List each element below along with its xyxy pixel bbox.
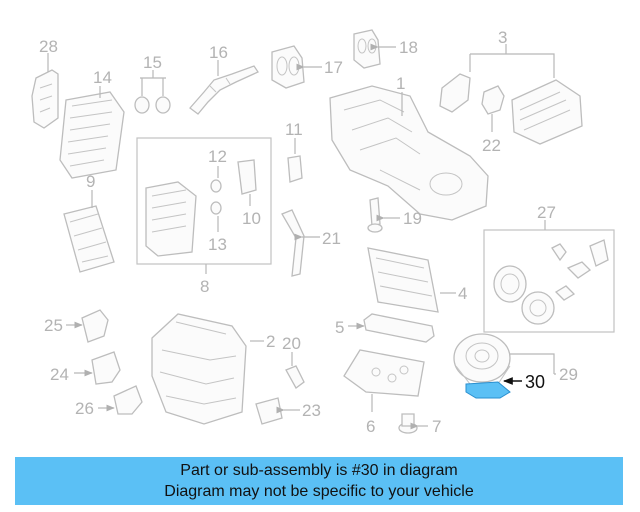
callout-22: 22	[482, 136, 501, 155]
callout-4: 4	[458, 284, 467, 303]
part-2-heater-housing[interactable]: 2	[151, 313, 275, 425]
callout-20: 20	[282, 334, 301, 353]
banner-line-2: Diagram may not be specific to your vehi…	[164, 483, 474, 500]
part-24-actuator[interactable]: 24	[50, 351, 121, 385]
callout-11: 11	[285, 120, 303, 139]
part-1-housing[interactable]: 1	[329, 74, 489, 221]
part-3-assembly[interactable]: 3 22	[439, 28, 583, 155]
callout-19: 19	[403, 209, 422, 228]
part-8-heater-core-group[interactable]: 12 13 10 8	[136, 137, 272, 296]
part-23-module[interactable]: 23	[255, 397, 321, 425]
callout-28: 28	[39, 37, 58, 56]
callout-26: 26	[75, 399, 94, 418]
part-18-gasket[interactable]: 18	[353, 29, 418, 69]
callout-27: 27	[537, 203, 556, 222]
info-banner: Part or sub-assembly is #30 in diagram D…	[15, 457, 623, 505]
callout-21: 21	[322, 229, 341, 248]
banner-line-1: Part or sub-assembly is #30 in diagram	[180, 462, 458, 479]
part-25-actuator[interactable]: 25	[44, 309, 109, 343]
part-5-seal[interactable]: 5	[335, 313, 435, 343]
callout-23: 23	[302, 401, 321, 420]
part-27-blower-group[interactable]: 27	[483, 203, 615, 333]
callout-10: 10	[242, 209, 261, 228]
callout-13: 13	[208, 235, 227, 254]
part-9-filter[interactable]: 9	[63, 172, 115, 273]
callout-12: 12	[208, 147, 227, 166]
part-4-filter-frame[interactable]: 4	[367, 247, 467, 313]
callout-1: 1	[396, 74, 405, 93]
callout-16: 16	[209, 43, 228, 62]
part-17-gasket[interactable]: 17	[271, 45, 343, 89]
part-26-actuator[interactable]: 26	[75, 385, 143, 418]
part-20-sensor[interactable]: 20	[282, 334, 305, 389]
part-7-mount[interactable]: 7	[398, 413, 441, 436]
callout-29: 29	[559, 365, 578, 384]
callout-5: 5	[335, 318, 344, 337]
callout-18: 18	[399, 38, 418, 57]
part-30-highlighted-motor-base[interactable]: 30	[465, 372, 545, 399]
part-14-evaporator[interactable]: 14	[59, 68, 125, 179]
callout-25: 25	[44, 316, 63, 335]
callout-3: 3	[498, 28, 507, 47]
callout-7: 7	[432, 417, 441, 436]
part-28-bracket[interactable]: 28	[31, 37, 59, 129]
part-16-pipe[interactable]: 16	[189, 43, 259, 115]
exploded-parts-diagram: 28 14 15 16 17 18 3	[31, 28, 615, 436]
callout-15: 15	[143, 53, 162, 72]
part-6-tray[interactable]: 6	[343, 349, 425, 436]
callout-17: 17	[324, 58, 343, 77]
callout-2: 2	[266, 332, 275, 351]
part-19-screw[interactable]: 19	[367, 197, 422, 233]
callout-6: 6	[366, 417, 375, 436]
callout-9: 9	[86, 172, 95, 191]
callout-14: 14	[93, 68, 112, 87]
part-21-hose[interactable]: 21	[281, 209, 341, 277]
callout-8: 8	[200, 277, 209, 296]
callout-30: 30	[525, 372, 545, 392]
part-29-blower-motor[interactable]: 29	[453, 333, 578, 385]
part-15-o-rings[interactable]: 15	[134, 53, 171, 114]
part-11-sensor[interactable]: 11	[285, 120, 303, 183]
callout-24: 24	[50, 365, 69, 384]
